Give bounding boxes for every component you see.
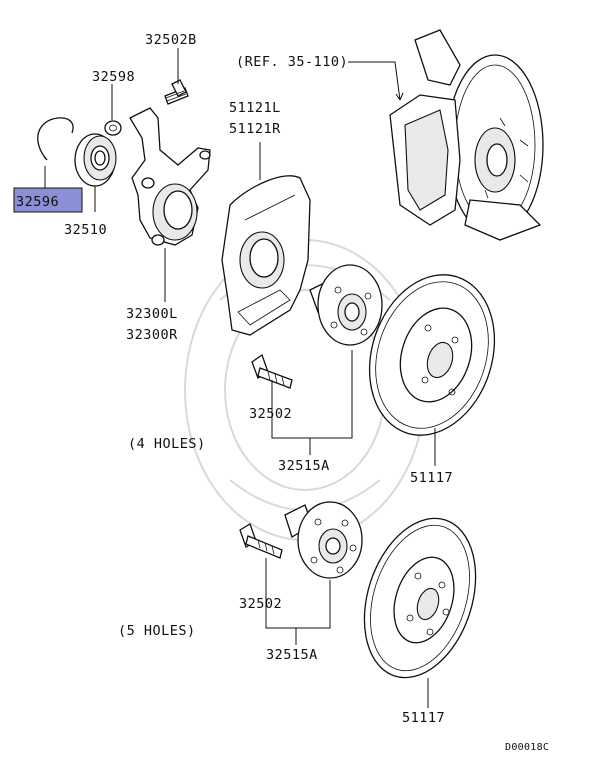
label-32515a-upper: 32515A bbox=[278, 458, 330, 474]
label-32510: 32510 bbox=[64, 222, 107, 238]
part-highlight-box bbox=[13, 187, 83, 213]
label-51121r: 51121R bbox=[229, 121, 281, 137]
leader-lines bbox=[44, 48, 436, 708]
label-ref-35-110: (REF. 35-110) bbox=[236, 54, 348, 70]
label-32598: 32598 bbox=[92, 69, 135, 85]
label-32502-lower: 32502 bbox=[239, 596, 282, 612]
wheel-bearing-part[interactable] bbox=[74, 133, 117, 187]
dust-shield-part[interactable] bbox=[221, 175, 311, 336]
caliper-assembly-reference[interactable] bbox=[389, 29, 544, 241]
brake-disc-lower-part[interactable] bbox=[345, 504, 495, 692]
steering-knuckle-part[interactable] bbox=[129, 107, 211, 246]
diagram-code: D00018C bbox=[505, 742, 549, 753]
label-32300l: 32300L bbox=[126, 306, 178, 322]
brake-disc-upper-part[interactable] bbox=[350, 258, 515, 451]
label-32502b: 32502B bbox=[145, 32, 197, 48]
label-51117-upper: 51117 bbox=[410, 470, 453, 486]
label-5-holes: (5 HOLES) bbox=[118, 623, 196, 639]
label-4-holes: (4 HOLES) bbox=[128, 436, 206, 452]
label-32596: 32596 bbox=[16, 194, 59, 210]
label-32515a-lower: 32515A bbox=[266, 647, 318, 663]
snap-ring-part[interactable] bbox=[37, 117, 74, 161]
bolt-32502b-part[interactable] bbox=[164, 79, 189, 105]
label-51117-lower: 51117 bbox=[402, 710, 445, 726]
label-51121l: 51121L bbox=[229, 100, 281, 116]
hub-5-holes-part[interactable] bbox=[284, 501, 363, 579]
stud-bolt-upper-part[interactable] bbox=[251, 353, 293, 389]
label-32502-upper: 32502 bbox=[249, 406, 292, 422]
nut-part[interactable] bbox=[104, 120, 122, 136]
stud-bolt-lower-part[interactable] bbox=[239, 523, 283, 559]
label-32300r: 32300R bbox=[126, 327, 178, 343]
hub-4-holes-part[interactable] bbox=[309, 264, 383, 346]
